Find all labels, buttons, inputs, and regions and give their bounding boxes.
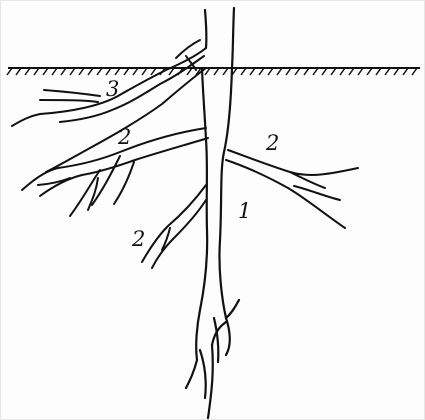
soil-hatch-mark (322, 68, 327, 75)
soil-hatch-mark (214, 68, 219, 75)
soil-hatch-mark (70, 68, 75, 75)
soil-hatching (7, 68, 417, 75)
soil-hatch-mark (367, 68, 372, 75)
soil-hatch-mark (61, 68, 66, 75)
label-lateral-upper-left: 2 (117, 125, 131, 149)
label-taproot: 1 (238, 199, 251, 223)
soil-hatch-mark (106, 68, 111, 75)
soil-hatch-mark (124, 68, 129, 75)
soil-hatch-mark (34, 68, 39, 75)
soil-hatch-mark (88, 68, 93, 75)
soil-hatch-mark (385, 68, 390, 75)
stem (205, 8, 234, 68)
soil-hatch-mark (16, 68, 21, 75)
soil-hatch-mark (115, 68, 120, 75)
soil-hatch-mark (349, 68, 354, 75)
soil-hatch-mark (250, 68, 255, 75)
soil-hatch-mark (241, 68, 246, 75)
lateral-root-lower-left (142, 185, 206, 268)
soil-hatch-mark (97, 68, 102, 75)
soil-hatch-mark (394, 68, 399, 75)
soil-hatch-mark (25, 68, 30, 75)
soil-hatch-mark (304, 68, 309, 75)
soil-hatch-mark (331, 68, 336, 75)
soil-hatch-mark (358, 68, 363, 75)
soil-hatch-mark (151, 68, 156, 75)
label-lateral-lower-left: 2 (131, 227, 145, 251)
adventitious-roots (12, 40, 206, 172)
label-lateral-upper-right: 2 (265, 131, 279, 155)
soil-hatch-mark (133, 68, 138, 75)
soil-hatch-mark (52, 68, 57, 75)
taproot (186, 68, 239, 418)
soil-hatch-mark (142, 68, 147, 75)
soil-hatch-mark (187, 68, 192, 75)
soil-hatch-mark (259, 68, 264, 75)
soil-hatch-mark (7, 68, 12, 75)
soil-hatch-mark (277, 68, 282, 75)
soil-hatch-mark (313, 68, 318, 75)
soil-hatch-mark (412, 68, 417, 75)
soil-hatch-mark (295, 68, 300, 75)
soil-hatch-mark (268, 68, 273, 75)
soil-hatch-mark (376, 68, 381, 75)
soil-hatch-mark (403, 68, 408, 75)
soil-hatch-mark (223, 68, 228, 75)
label-adventitious: 3 (106, 77, 119, 101)
lateral-root-upper-left (22, 128, 208, 216)
soil-hatch-mark (286, 68, 291, 75)
soil-hatch-mark (340, 68, 345, 75)
soil-hatch-mark (79, 68, 84, 75)
soil-hatch-mark (43, 68, 48, 75)
